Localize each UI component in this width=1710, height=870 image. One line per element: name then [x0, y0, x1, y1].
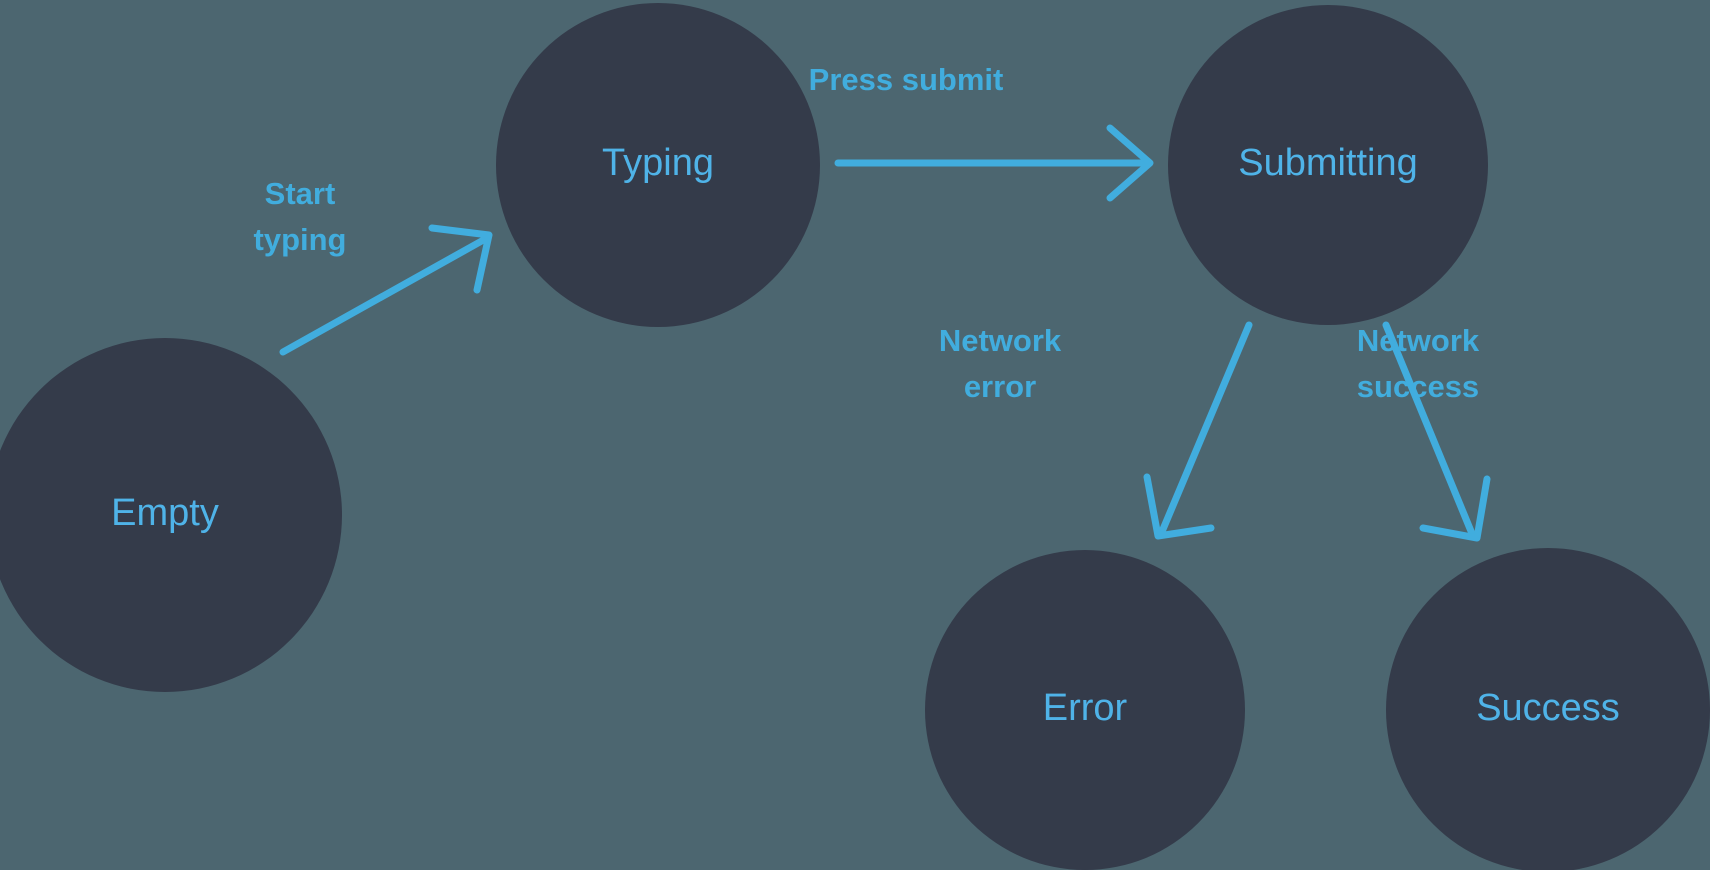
edge-typing-to-submitting: Press submit	[809, 62, 1154, 202]
edge-empty-to-typing-label-line-1: Start	[265, 176, 336, 211]
edge-submitting-to-success-label-line-2: success	[1357, 369, 1479, 404]
state-node-typing-circle[interactable]	[496, 3, 820, 327]
edge-typing-to-submitting-label: Press submit	[809, 62, 1004, 97]
state-node-typing-label: Typing	[602, 142, 714, 184]
state-node-submitting-label: Submitting	[1238, 142, 1418, 184]
edge-empty-to-typing: Start typing	[254, 176, 493, 356]
state-node-success-label: Success	[1476, 687, 1620, 729]
state-node-empty[interactable]: Empty	[0, 338, 342, 692]
edge-typing-to-submitting-arrowhead	[1106, 124, 1154, 202]
state-node-typing[interactable]: Typing	[496, 3, 820, 327]
edge-empty-to-typing-label-line-2: typing	[254, 222, 347, 257]
edge-submitting-to-success-label-line-1: Network	[1357, 323, 1480, 358]
state-node-submitting[interactable]: Submitting	[1168, 5, 1488, 325]
state-node-error[interactable]: Error	[925, 550, 1245, 870]
state-node-empty-circle[interactable]	[0, 338, 342, 692]
edge-submitting-to-error-line	[1157, 321, 1253, 538]
edge-submitting-to-success-arrowhead	[1419, 475, 1491, 542]
edge-submitting-to-error-label-line-1: Network	[939, 323, 1062, 358]
state-node-error-circle[interactable]	[925, 550, 1245, 870]
state-node-empty-label: Empty	[111, 492, 219, 534]
edge-submitting-to-error-arrowhead	[1143, 473, 1215, 540]
state-node-success[interactable]: Success	[1386, 548, 1710, 870]
state-node-success-circle[interactable]	[1386, 548, 1710, 870]
edge-submitting-to-success: Network success	[1357, 321, 1491, 542]
edge-empty-to-typing-line	[279, 234, 491, 356]
edge-submitting-to-error: Network error	[939, 321, 1253, 540]
edge-submitting-to-error-label-line-2: error	[964, 369, 1036, 404]
edge-empty-to-typing-arrowhead	[428, 224, 493, 294]
edge-submitting-to-success-line	[1382, 321, 1477, 540]
state-node-submitting-circle[interactable]	[1168, 5, 1488, 325]
state-node-error-label: Error	[1043, 687, 1128, 729]
